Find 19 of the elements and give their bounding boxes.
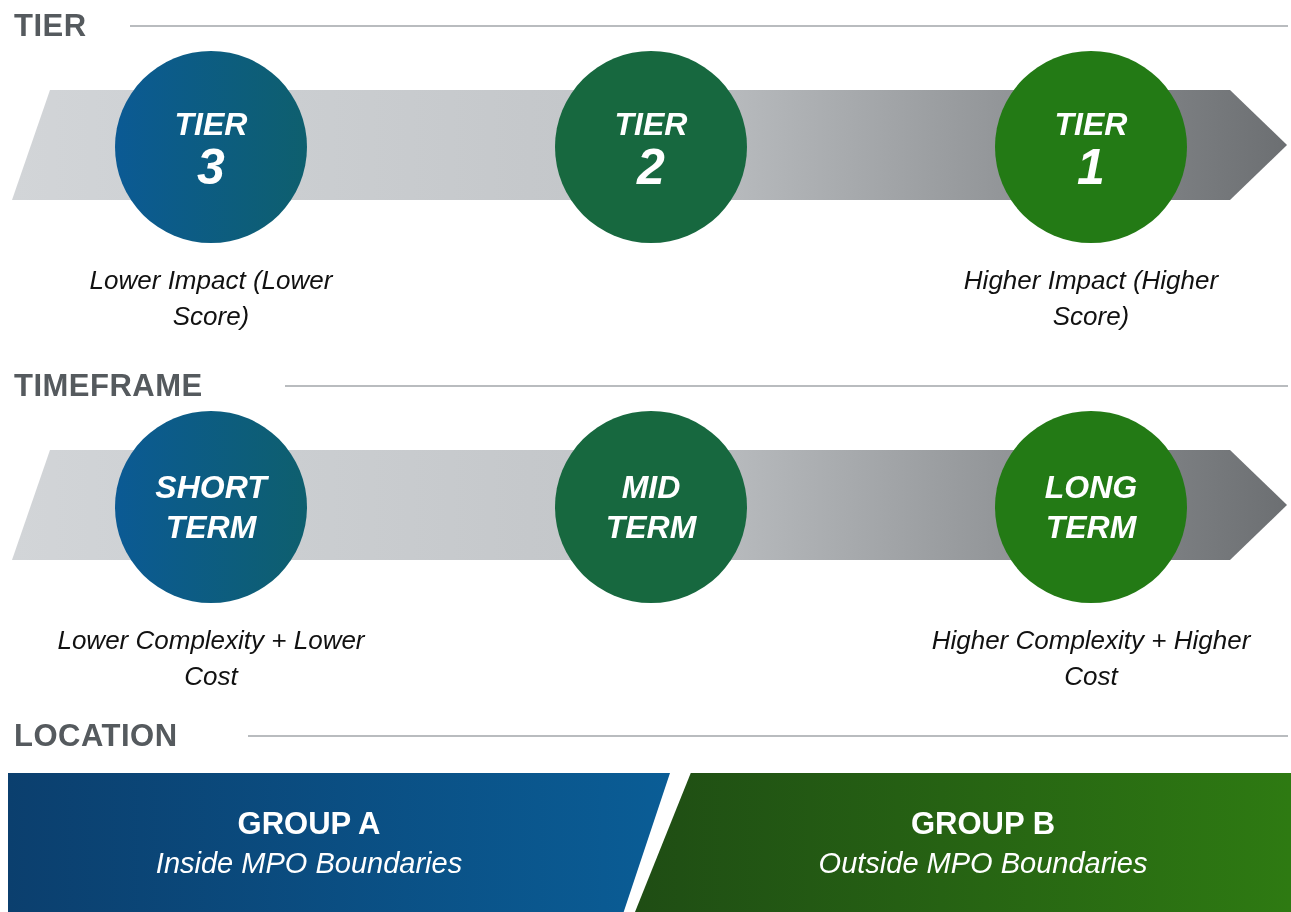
circle-label: SHORT TERM (154, 468, 270, 547)
circle-caption: Lower Impact (Lower Score) (88, 264, 335, 333)
circle-label: TIER 2 (613, 105, 689, 190)
section-heading: TIMEFRAME (14, 368, 203, 404)
panel-heading: GROUP A (237, 804, 381, 843)
section-heading: TIER (14, 8, 87, 44)
circle-caption: Lower Complexity + Lower Cost (56, 624, 367, 693)
location-panel (8, 773, 670, 912)
location-panel (635, 773, 1291, 912)
panel-heading: GROUP B (910, 804, 1056, 843)
panel-subtitle: Inside MPO Boundaries (155, 845, 463, 881)
circle-label: TIER 1 (1053, 105, 1129, 190)
circle-label: TIER 3 (173, 105, 249, 190)
panel-subtitle: Outside MPO Boundaries (818, 845, 1148, 881)
circle-label: MID TERM (604, 468, 698, 547)
circle-caption: Higher Impact (Higher Score) (962, 264, 1220, 333)
section-heading: LOCATION (14, 718, 178, 754)
circle-label: LONG TERM (1043, 468, 1139, 547)
circle-caption: Higher Complexity + Higher Cost (931, 624, 1251, 693)
